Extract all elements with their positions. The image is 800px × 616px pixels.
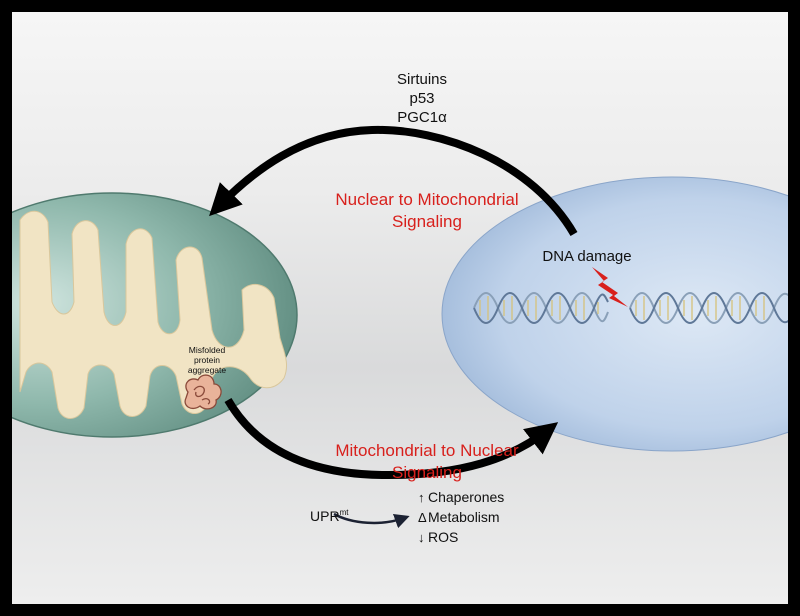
- delta-icon: Δ: [418, 510, 427, 525]
- effect-chaperones: ↑Chaperones: [418, 489, 505, 505]
- effect-metabolism: ΔMetabolism: [418, 509, 500, 525]
- nuclear-to-mito-label: Nuclear to Mitochondrial Signaling: [335, 190, 519, 231]
- misfolded-aggregate-label: Misfolded protein aggregate: [187, 345, 227, 375]
- nuclear-to-mito-arrow: [209, 125, 578, 237]
- mitochondrial-cristae: [19, 210, 287, 419]
- regulator-sirtuins: Sirtuins: [396, 71, 448, 88]
- regulator-list: Sirtuins p53 PGC1α: [342, 70, 502, 127]
- upr-arrow: [333, 512, 410, 529]
- up-arrow-icon: ↑: [418, 490, 425, 505]
- effect-ros: ↓ROS: [418, 529, 459, 545]
- mito-to-nuclear-arrow: [224, 397, 559, 480]
- dna-damage-label: DNA damage: [542, 248, 632, 265]
- mito-to-nuclear-label: Mitochondrial to Nuclear Signaling: [335, 441, 519, 482]
- dna-helix: [473, 292, 788, 324]
- diagram-art: [12, 125, 788, 529]
- nucleus: [441, 176, 788, 452]
- regulator-p53: p53: [409, 90, 435, 107]
- down-arrow-icon: ↓: [418, 530, 425, 545]
- regulator-pgc1a: PGC1α: [397, 109, 447, 126]
- diagram-canvas: Sirtuins p53 PGC1α Nuclear to Mitochondr…: [12, 12, 788, 604]
- lightning-bolt-icon: [592, 267, 628, 307]
- misfolded-aggregate-icon: [184, 374, 222, 410]
- upr-mt-label: UPRmt: [310, 508, 349, 524]
